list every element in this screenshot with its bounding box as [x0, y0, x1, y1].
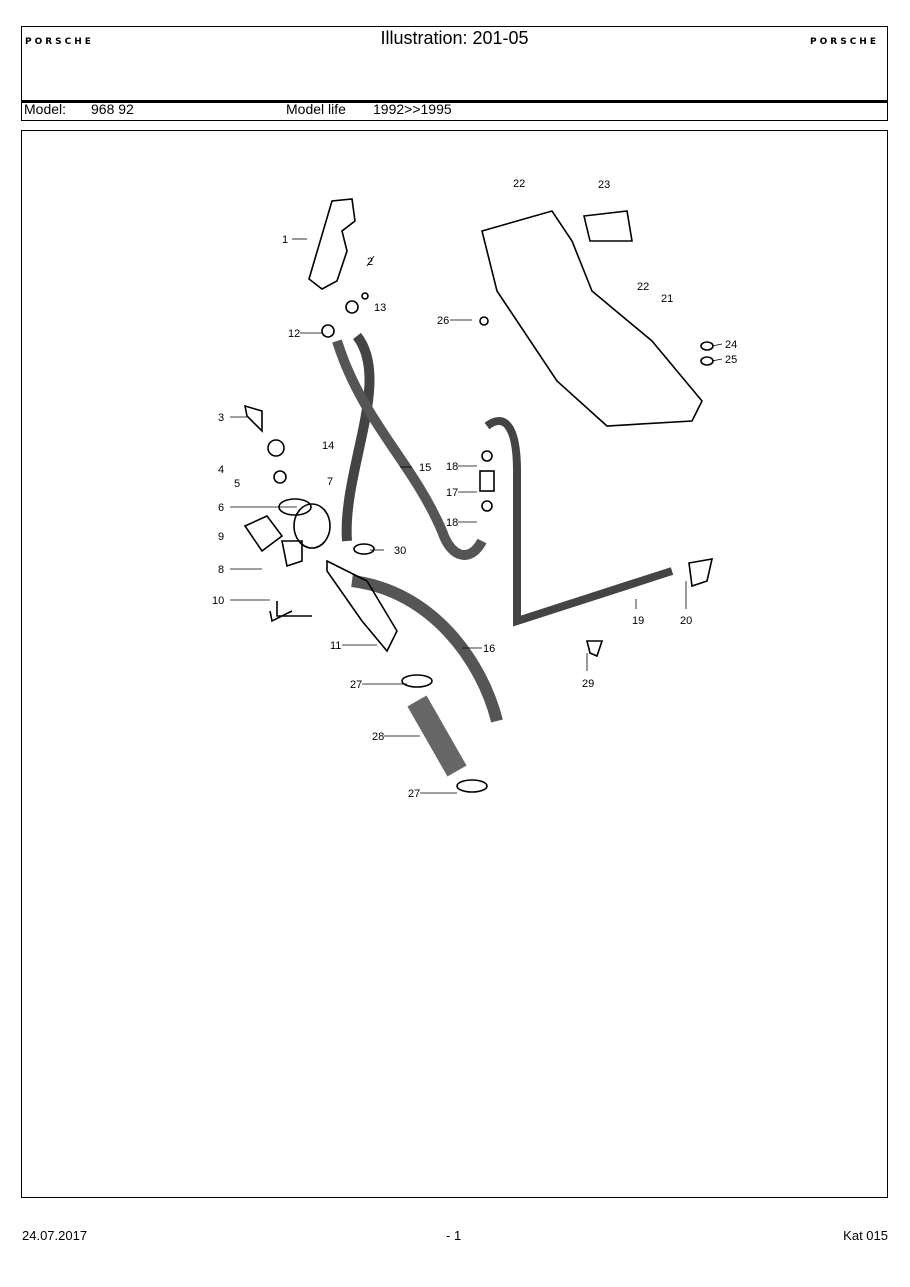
callout-6: 6	[218, 502, 224, 514]
callout-30: 30	[394, 545, 406, 557]
part-23-drawing	[583, 210, 633, 242]
header-divider	[22, 100, 887, 103]
callout-27a: 27	[350, 679, 362, 691]
illustration-title: Illustration: 201-05	[380, 28, 529, 48]
callout-4: 4	[218, 464, 224, 476]
callout-20: 20	[680, 615, 692, 627]
line-19-drawing	[484, 417, 674, 627]
callout-12: 12	[288, 328, 300, 340]
callout-13: 13	[374, 302, 386, 314]
model-value: 968 92	[91, 101, 134, 117]
callout-17: 17	[446, 487, 458, 499]
footer-catalog: Kat 015	[843, 1228, 888, 1243]
callout-25: 25	[725, 354, 737, 366]
filler-door-drawing	[308, 198, 356, 290]
brand-logo-right: PORSCHE	[810, 37, 879, 47]
model-life-value: 1992>>1995	[373, 101, 452, 117]
callout-26: 26	[437, 315, 449, 327]
footer-date: 24.07.2017	[22, 1228, 88, 1243]
callout-29: 29	[582, 678, 594, 690]
callout-21: 21	[661, 293, 673, 305]
callout-15: 15	[419, 462, 431, 474]
callout-18a: 18	[446, 461, 458, 473]
callout-8: 8	[218, 564, 224, 576]
callout-27b: 27	[408, 788, 420, 800]
footer-page-number: - 1	[446, 1228, 462, 1243]
callout-18b: 18	[446, 517, 458, 529]
corrugated-hose-drawing	[407, 695, 467, 777]
callout-5: 5	[234, 478, 240, 490]
callout-22a: 22	[513, 178, 525, 190]
callout-19: 19	[632, 615, 644, 627]
callout-14: 14	[322, 440, 334, 452]
model-life-label: Model life	[286, 101, 346, 117]
callout-10: 10	[212, 595, 224, 607]
tray-22-drawing	[481, 210, 703, 427]
callout-3: 3	[218, 412, 224, 424]
callout-22b: 22	[637, 281, 649, 293]
callout-16: 16	[483, 643, 495, 655]
brand-logo-left: PORSCHE	[25, 37, 94, 47]
callout-11: 11	[330, 640, 341, 652]
hose-14-drawing	[341, 332, 375, 542]
header-box: PORSCHE Illustration: 201-05 PORSCHE Mod…	[21, 26, 888, 121]
callout-28: 28	[372, 731, 384, 743]
callout-23: 23	[598, 179, 610, 191]
filler-neck-drawing	[326, 559, 398, 653]
hose-15-drawing	[332, 339, 487, 560]
parts-diagram: 1 2 3 4 5 6 7 8 9 10 11 12 13 14 15 16 1…	[212, 178, 737, 800]
callout-7: 7	[327, 476, 333, 488]
diagram-box: 1 2 3 4 5 6 7 8 9 10 11 12 13 14 15 16 1…	[21, 130, 888, 1198]
model-label: Model:	[24, 101, 67, 117]
hose-16-drawing	[351, 575, 503, 723]
callout-1: 1	[282, 234, 288, 246]
callout-24: 24	[725, 339, 737, 351]
callout-9: 9	[218, 531, 224, 543]
